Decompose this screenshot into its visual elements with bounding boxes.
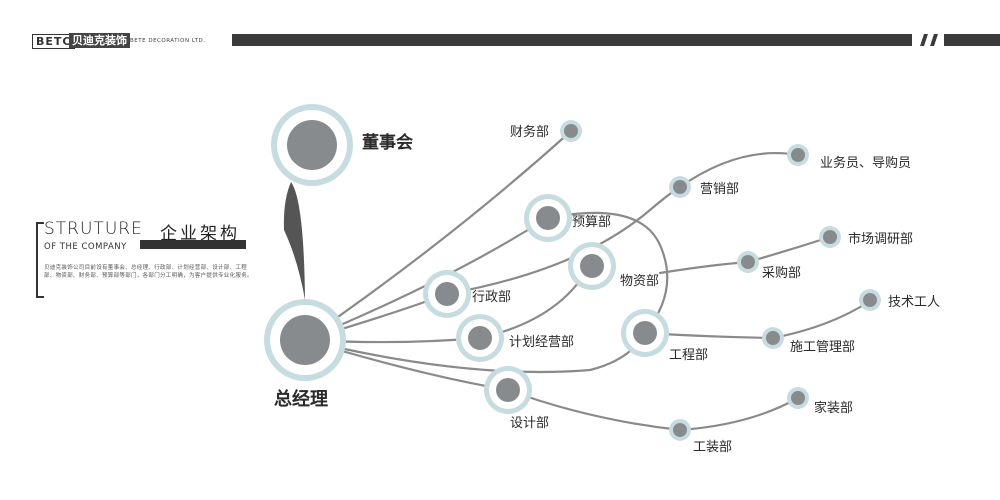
link-gm-engineering xyxy=(303,331,647,374)
label-materials: 物资部 xyxy=(620,274,659,289)
label-market-research: 市场调研部 xyxy=(848,231,913,247)
section-subtitle-en: OF THE COMPANY xyxy=(44,242,127,252)
label-technicians: 技术工人 xyxy=(888,295,940,310)
node-design xyxy=(484,366,532,414)
link-materials-purchasing xyxy=(658,260,750,275)
label-gm: 总经理 xyxy=(274,388,328,410)
label-board: 董事会 xyxy=(362,132,413,153)
node-decoration xyxy=(669,419,691,441)
logo-cn: 贝迪克装饰 xyxy=(69,33,130,48)
label-home-decor: 家装部 xyxy=(814,400,853,416)
node-budget xyxy=(524,194,572,242)
label-admin: 行政部 xyxy=(472,290,511,305)
node-engineering xyxy=(621,309,669,357)
label-construction-mgmt: 施工管理部 xyxy=(790,340,855,355)
title-underline-bar xyxy=(140,240,246,249)
node-gm xyxy=(264,299,346,381)
label-sales-staff: 业务员、导购员 xyxy=(820,155,911,171)
link-marketing-sales xyxy=(678,152,800,189)
node-marketing xyxy=(669,176,691,198)
link-gm-finance xyxy=(303,130,572,342)
label-design: 设计部 xyxy=(510,416,549,431)
node-market-research xyxy=(819,226,841,248)
label-decoration: 工装部 xyxy=(693,440,732,455)
node-construction-mgmt xyxy=(762,327,784,349)
node-board xyxy=(271,104,353,186)
link-admin-marketing xyxy=(445,185,682,296)
node-home-decor xyxy=(787,387,809,409)
company-name-en: BETE DECORATION LTD. xyxy=(130,38,206,44)
label-marketing: 营销部 xyxy=(700,182,739,197)
link-decoration-home xyxy=(678,396,800,432)
link-purchasing-research xyxy=(746,235,832,264)
section-title-en: STRUTURE xyxy=(44,219,143,239)
header-bar-end xyxy=(944,34,1000,46)
label-finance: 财务部 xyxy=(510,124,549,140)
node-technicians xyxy=(859,289,881,311)
link-construction-tech xyxy=(771,299,872,340)
label-purchasing: 采购部 xyxy=(762,265,801,281)
link-budget-materials xyxy=(546,211,669,335)
node-sales-staff xyxy=(787,144,809,166)
node-admin xyxy=(423,270,471,318)
title-bracket xyxy=(36,222,44,298)
node-materials xyxy=(568,242,616,290)
node-purchasing xyxy=(737,251,759,273)
board-gm-connector xyxy=(283,182,305,300)
header-bar xyxy=(232,34,912,46)
node-finance xyxy=(560,120,582,142)
label-budget: 预算部 xyxy=(572,215,611,230)
label-planning: 计划经营部 xyxy=(509,335,574,350)
node-planning xyxy=(456,314,504,362)
label-engineering: 工程部 xyxy=(669,348,708,363)
section-description: 贝迪克装饰公司目前设有董事会、总经理、行政部、计划经营部、设计部、工程部、物资部… xyxy=(44,265,253,279)
section-title-cn: 企业架构 xyxy=(160,224,240,244)
